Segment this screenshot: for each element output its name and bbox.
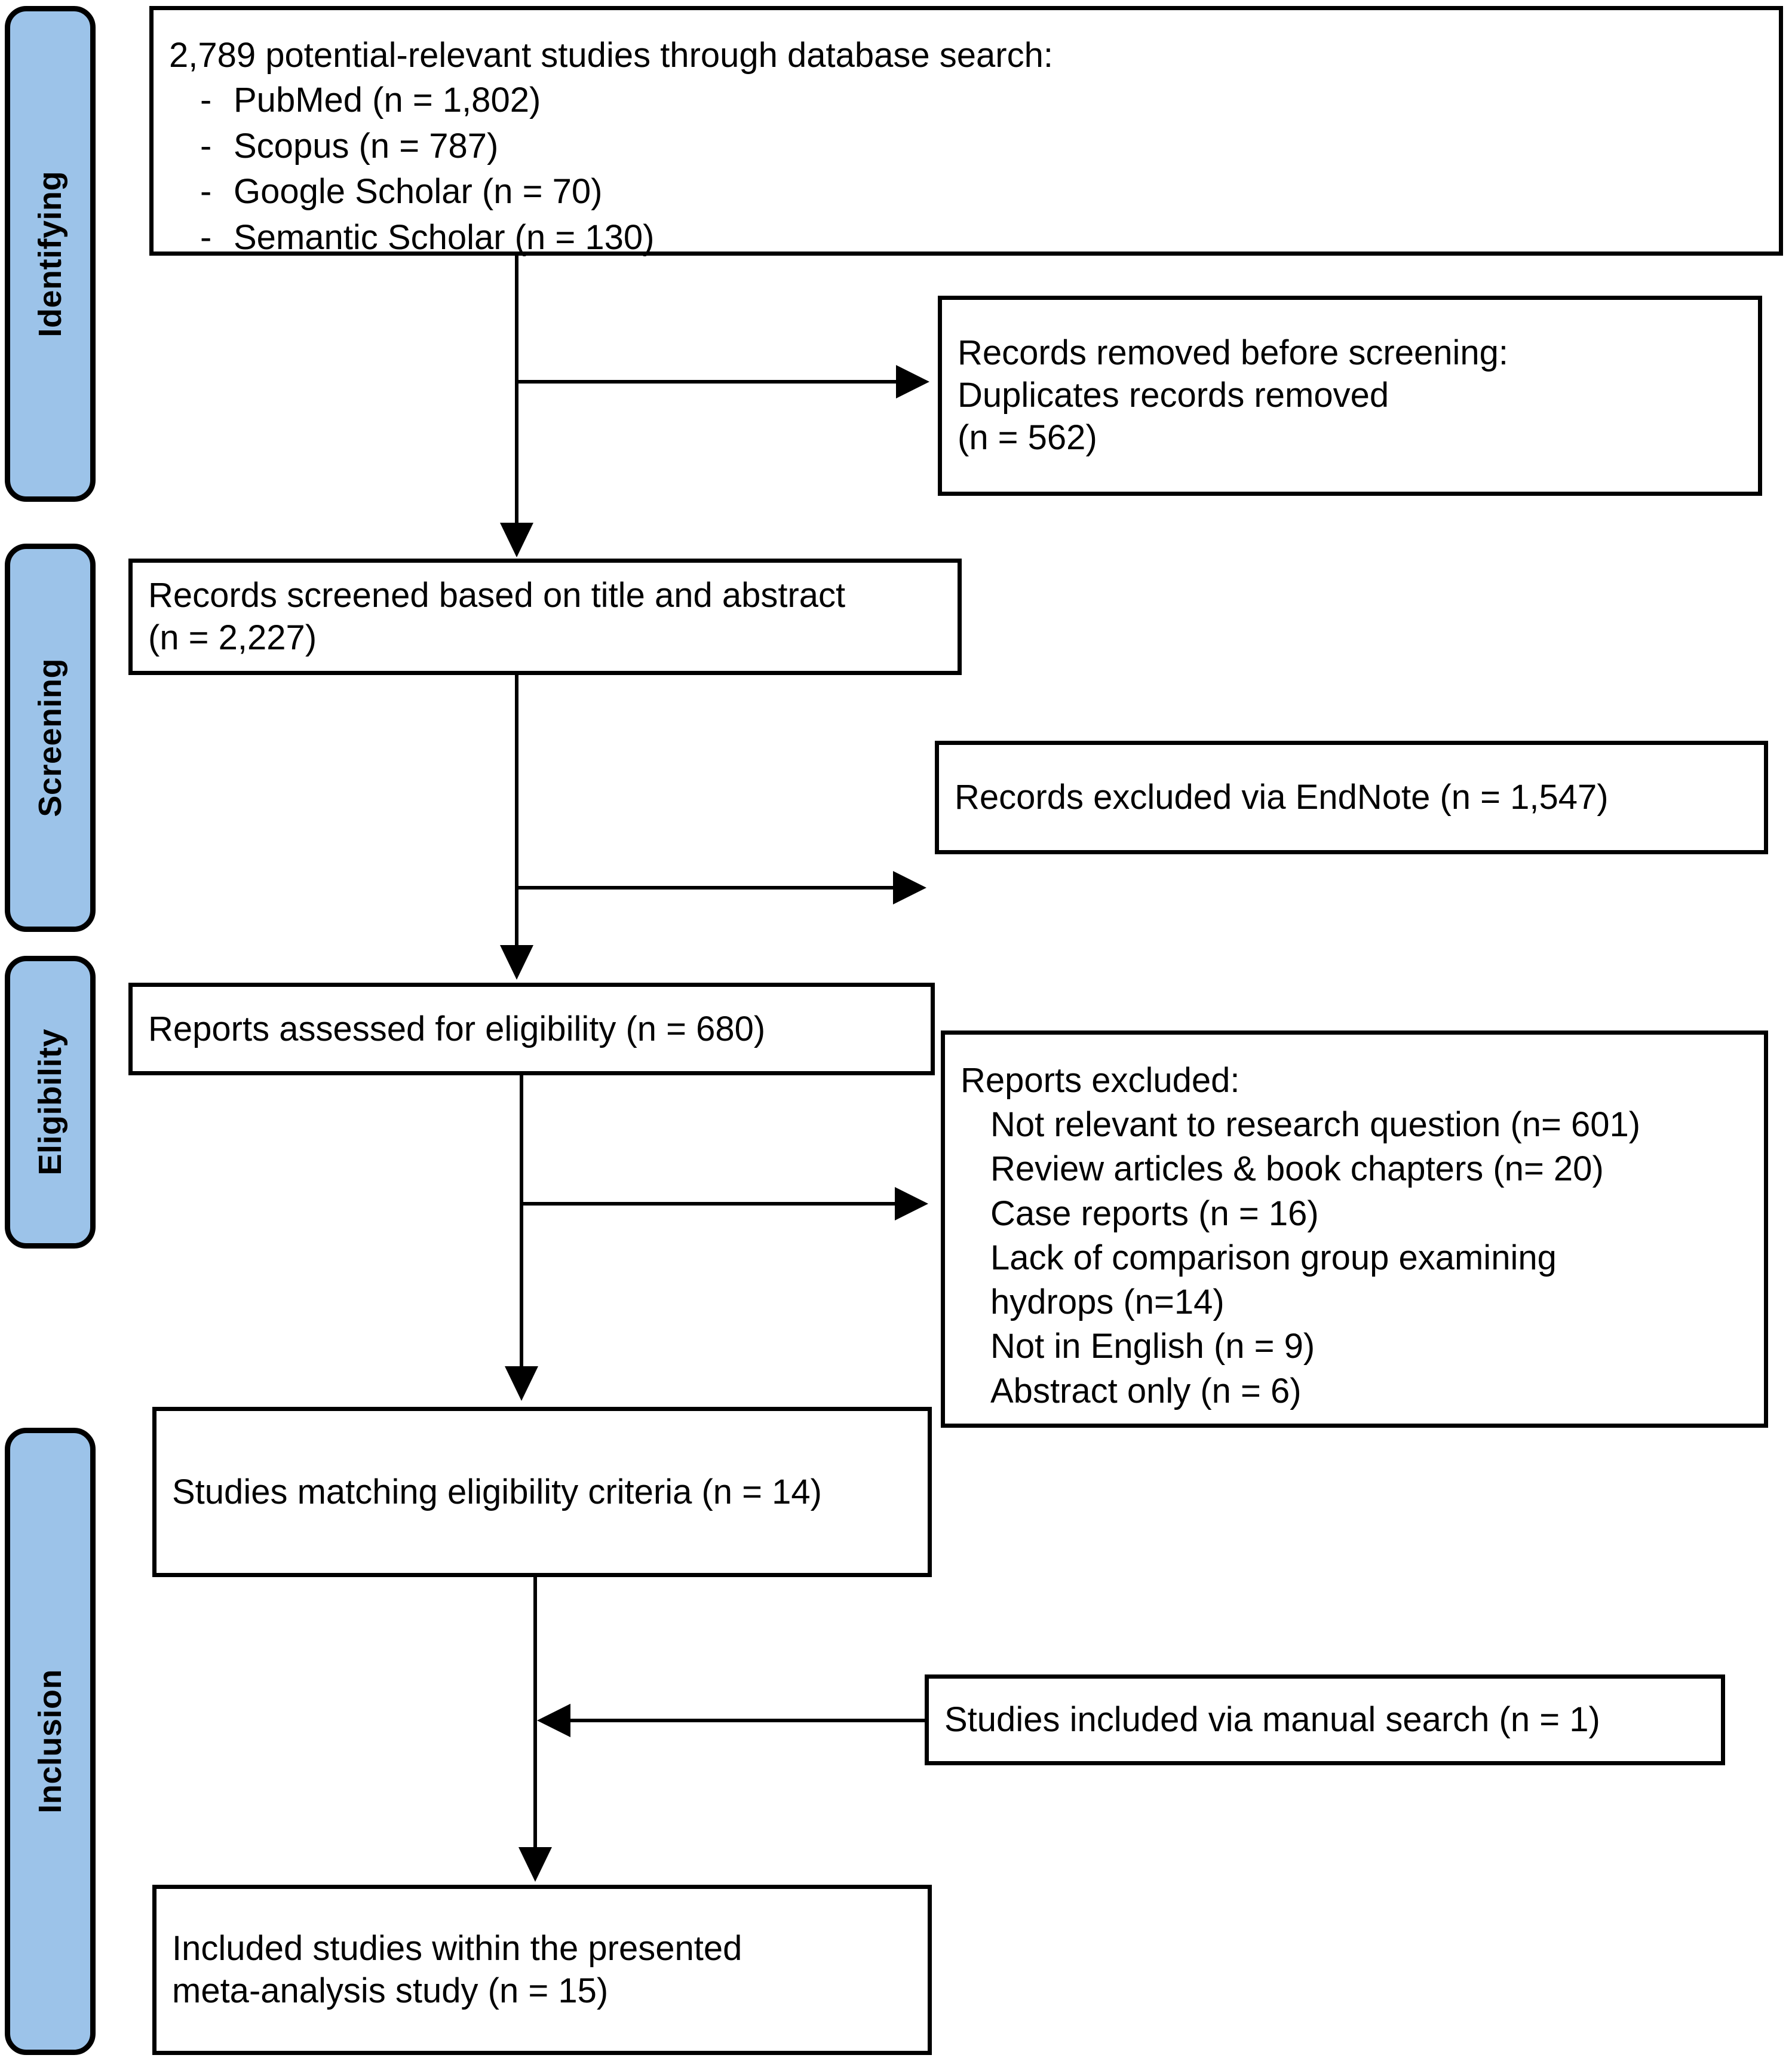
stage-tab-screening: Screening [5, 544, 96, 932]
list-item: Case reports (n = 16) [990, 1194, 1319, 1233]
connector-to-reports-excluded [520, 1202, 896, 1206]
list-item: Not in English (n = 9) [990, 1327, 1315, 1366]
records-screened-line-2: (n = 2,227) [148, 618, 317, 657]
arrowhead-right-endnote [893, 871, 926, 904]
arrowhead-left-manual-search [537, 1704, 570, 1737]
box-included-final: Included studies within the presented me… [152, 1885, 932, 2055]
reports-assessed-line-1: Reports assessed for eligibility (n = 68… [148, 1009, 766, 1048]
arrowhead-down-matching [518, 1847, 552, 1882]
included-final-line-2: meta-analysis study (n = 15) [172, 1971, 609, 2010]
source-label: Google Scholar (n = 70) [234, 172, 603, 211]
arrowhead-right-duplicates [896, 365, 929, 398]
list-item: Abstract only (n = 6) [990, 1371, 1302, 1410]
list-item: - Google Scholar (n = 70) [169, 169, 1779, 215]
box-records-screened: Records screened based on title and abst… [128, 559, 962, 675]
stage-tab-inclusion-label: Inclusion [32, 1669, 68, 1814]
identification-source-list: - PubMed (n = 1,802) - Scopus (n = 787) … [154, 78, 1779, 260]
box-records-excluded-endnote: Records excluded via EndNote (n = 1,547) [935, 741, 1768, 854]
connector-to-duplicates-removed [515, 380, 897, 384]
included-final-line-1: Included studies within the presented [172, 1928, 742, 1968]
stage-tab-identifying: Identifying [5, 6, 96, 502]
stage-tab-eligibility-label: Eligibility [32, 1029, 68, 1176]
stage-tab-inclusion: Inclusion [5, 1428, 96, 2055]
arrowhead-down-assessed [505, 1366, 538, 1401]
records-screened-line-1: Records screened based on title and abst… [148, 575, 846, 615]
box-reports-assessed: Reports assessed for eligibility (n = 68… [128, 983, 935, 1075]
connector-screened-to-assessed [515, 675, 518, 947]
list-item: - PubMed (n = 1,802) [169, 78, 1779, 124]
arrowhead-down-screened [500, 945, 533, 980]
list-item: hydrops (n=14) [990, 1283, 1225, 1322]
arrowhead-right-reports-excluded [895, 1187, 928, 1220]
reports-excluded-heading: Reports excluded: [961, 1061, 1240, 1100]
connector-matching-to-included [533, 1577, 537, 1870]
stage-tab-screening-label: Screening [32, 658, 68, 817]
list-item: - Semantic Scholar (n = 130) [169, 215, 1779, 261]
list-item: - Scopus (n = 787) [169, 124, 1779, 170]
arrowhead-down-identification [500, 523, 533, 557]
source-label: Semantic Scholar (n = 130) [234, 218, 655, 257]
box-duplicates-removed: Records removed before screening: Duplic… [938, 296, 1762, 496]
list-item: Not relevant to research question (n= 60… [990, 1105, 1641, 1145]
source-label: PubMed (n = 1,802) [234, 81, 541, 120]
box-identification: 2,789 potential-relevant studies through… [149, 6, 1783, 257]
duplicates-line-2: Duplicates records removed [958, 376, 1389, 415]
duplicates-line-3: (n = 562) [958, 418, 1097, 457]
stage-tab-eligibility: Eligibility [5, 956, 96, 1249]
connector-identification-to-screening [515, 256, 518, 525]
box-reports-excluded: Reports excluded: Not relevant to resear… [941, 1030, 1768, 1428]
bullet-dash: - [200, 172, 212, 211]
stage-tab-identifying-label: Identifying [32, 170, 68, 338]
connector-from-manual-search [570, 1719, 926, 1722]
bullet-dash: - [200, 81, 212, 120]
endnote-excluded-line-1: Records excluded via EndNote (n = 1,547) [955, 778, 1609, 817]
connector-assessed-to-matching [520, 1075, 523, 1368]
bullet-dash: - [200, 126, 212, 165]
box-studies-matching: Studies matching eligibility criteria (n… [152, 1407, 932, 1577]
reports-excluded-reason-list: Not relevant to research question (n= 60… [945, 1103, 1764, 1413]
source-label: Scopus (n = 787) [234, 126, 499, 165]
connector-to-endnote-excluded [515, 886, 894, 890]
bullet-dash: - [200, 218, 212, 257]
list-item: Lack of comparison group examining [990, 1238, 1557, 1277]
studies-matching-line-1: Studies matching eligibility criteria (n… [172, 1472, 822, 1511]
manual-search-line-1: Studies included via manual search (n = … [944, 1700, 1600, 1740]
duplicates-line-1: Records removed before screening: [958, 333, 1509, 373]
identification-heading: 2,789 potential-relevant studies through… [169, 36, 1053, 75]
box-manual-search: Studies included via manual search (n = … [925, 1674, 1725, 1765]
list-item: Review articles & book chapters (n= 20) [990, 1149, 1604, 1189]
